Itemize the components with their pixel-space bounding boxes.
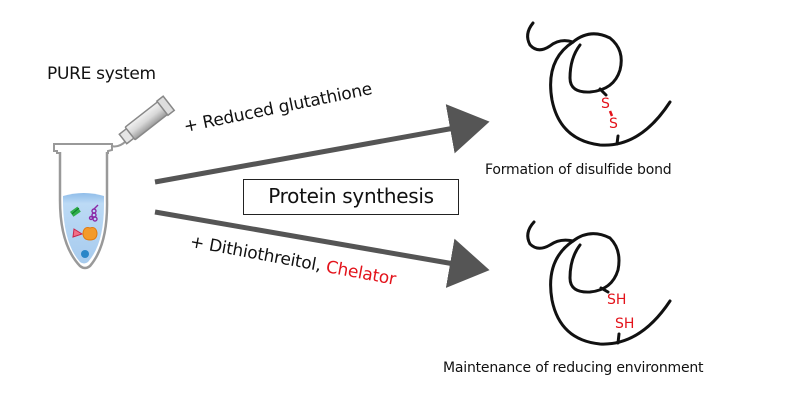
- dna-icon: [70, 206, 81, 217]
- ribosome-subunit-icon: [72, 228, 84, 238]
- sulfur-label-1: S: [601, 96, 610, 112]
- outcome-top-caption: Formation of disulfide bond: [485, 162, 672, 178]
- arrow-bottom: [154, 209, 490, 288]
- microtube-icon: [53, 95, 176, 270]
- system-title: PURE system: [47, 64, 156, 84]
- process-label-box: Protein synthesis: [243, 179, 459, 215]
- outcome-bottom-caption: Maintenance of reducing environment: [443, 360, 704, 376]
- protein-thiol-icon: [526, 220, 672, 346]
- protein-disulfide-icon: [526, 21, 672, 147]
- disulfide-bond: S S: [601, 96, 618, 132]
- thiol-label-2: SH: [615, 316, 634, 332]
- sulfur-label-2: S: [609, 116, 618, 132]
- enzyme-icon: [81, 250, 89, 258]
- thiol-label-1: SH: [607, 292, 626, 308]
- arrow-top: [154, 104, 490, 185]
- ribosome-icon: [82, 227, 98, 241]
- trna-icon: [88, 204, 99, 222]
